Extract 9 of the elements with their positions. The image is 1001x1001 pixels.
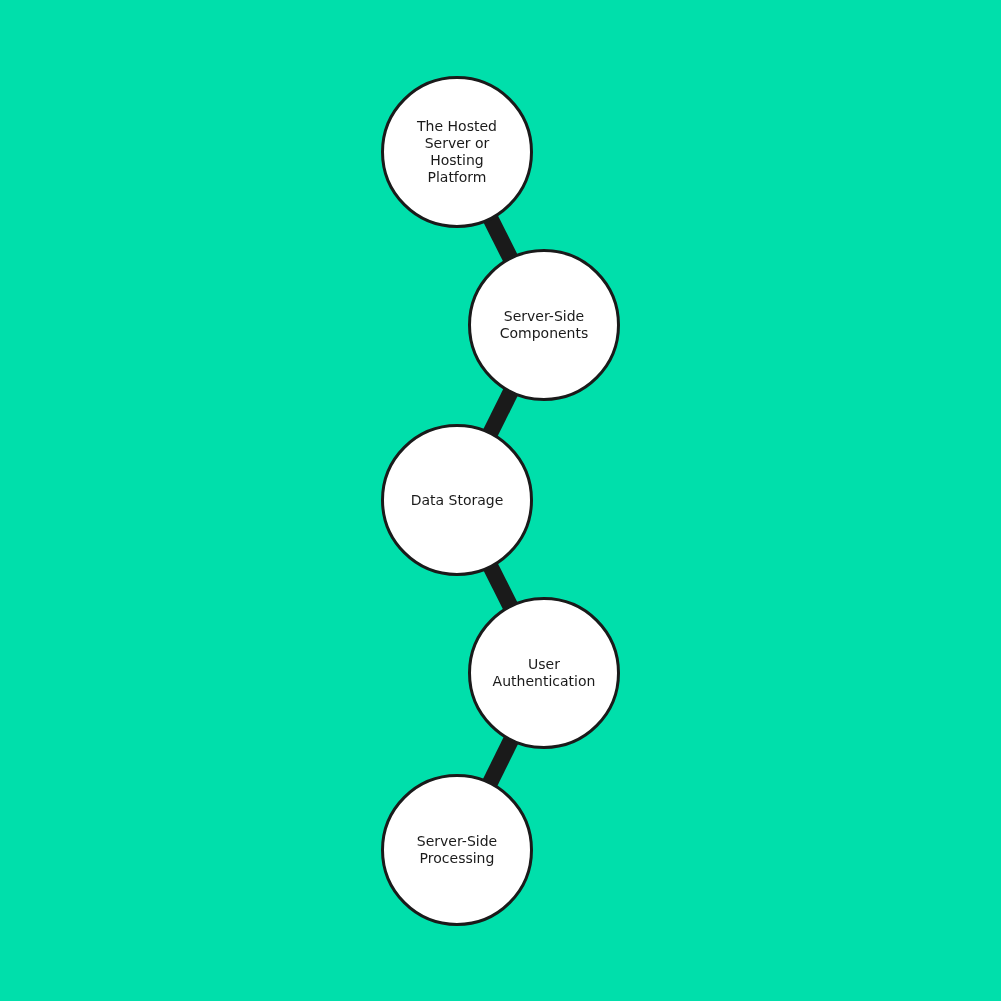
connector [483, 562, 518, 611]
step-label: Server-Side Components [498, 308, 590, 342]
connector [482, 735, 519, 788]
step-label: The Hosted Server or Hosting Platform [416, 118, 498, 186]
step-label: User Authentication [491, 656, 597, 690]
connector [482, 387, 519, 438]
step-label: Server-Side Processing [415, 833, 499, 867]
step-label: Data Storage [409, 491, 505, 509]
connector [483, 214, 518, 263]
